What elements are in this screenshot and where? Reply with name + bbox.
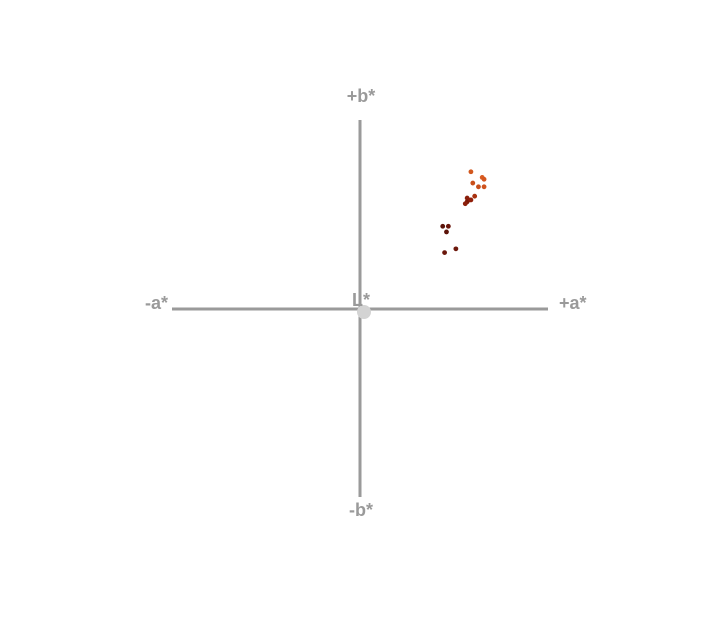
data-point	[464, 195, 470, 201]
l-axis-label: L*	[352, 290, 370, 310]
data-point	[468, 197, 474, 203]
data-point	[442, 250, 447, 256]
b-positive-label: +b*	[347, 86, 376, 106]
data-point	[445, 223, 451, 229]
a-negative-label: -a*	[145, 293, 168, 313]
neutral-origin-marker	[357, 305, 371, 319]
data-point	[476, 184, 481, 190]
axis-labels: +b* -b* -a* +a* L*	[145, 86, 587, 520]
data-point	[472, 193, 478, 199]
data-point	[453, 246, 459, 252]
data-point	[481, 176, 487, 182]
data-point	[481, 184, 487, 190]
data-point	[462, 201, 468, 207]
data-point	[470, 180, 476, 186]
b-negative-label: -b*	[349, 500, 373, 520]
data-points	[440, 169, 487, 256]
a-positive-label: +a*	[559, 293, 587, 313]
data-point	[440, 223, 446, 229]
data-point	[468, 169, 474, 175]
data-point	[444, 229, 449, 235]
